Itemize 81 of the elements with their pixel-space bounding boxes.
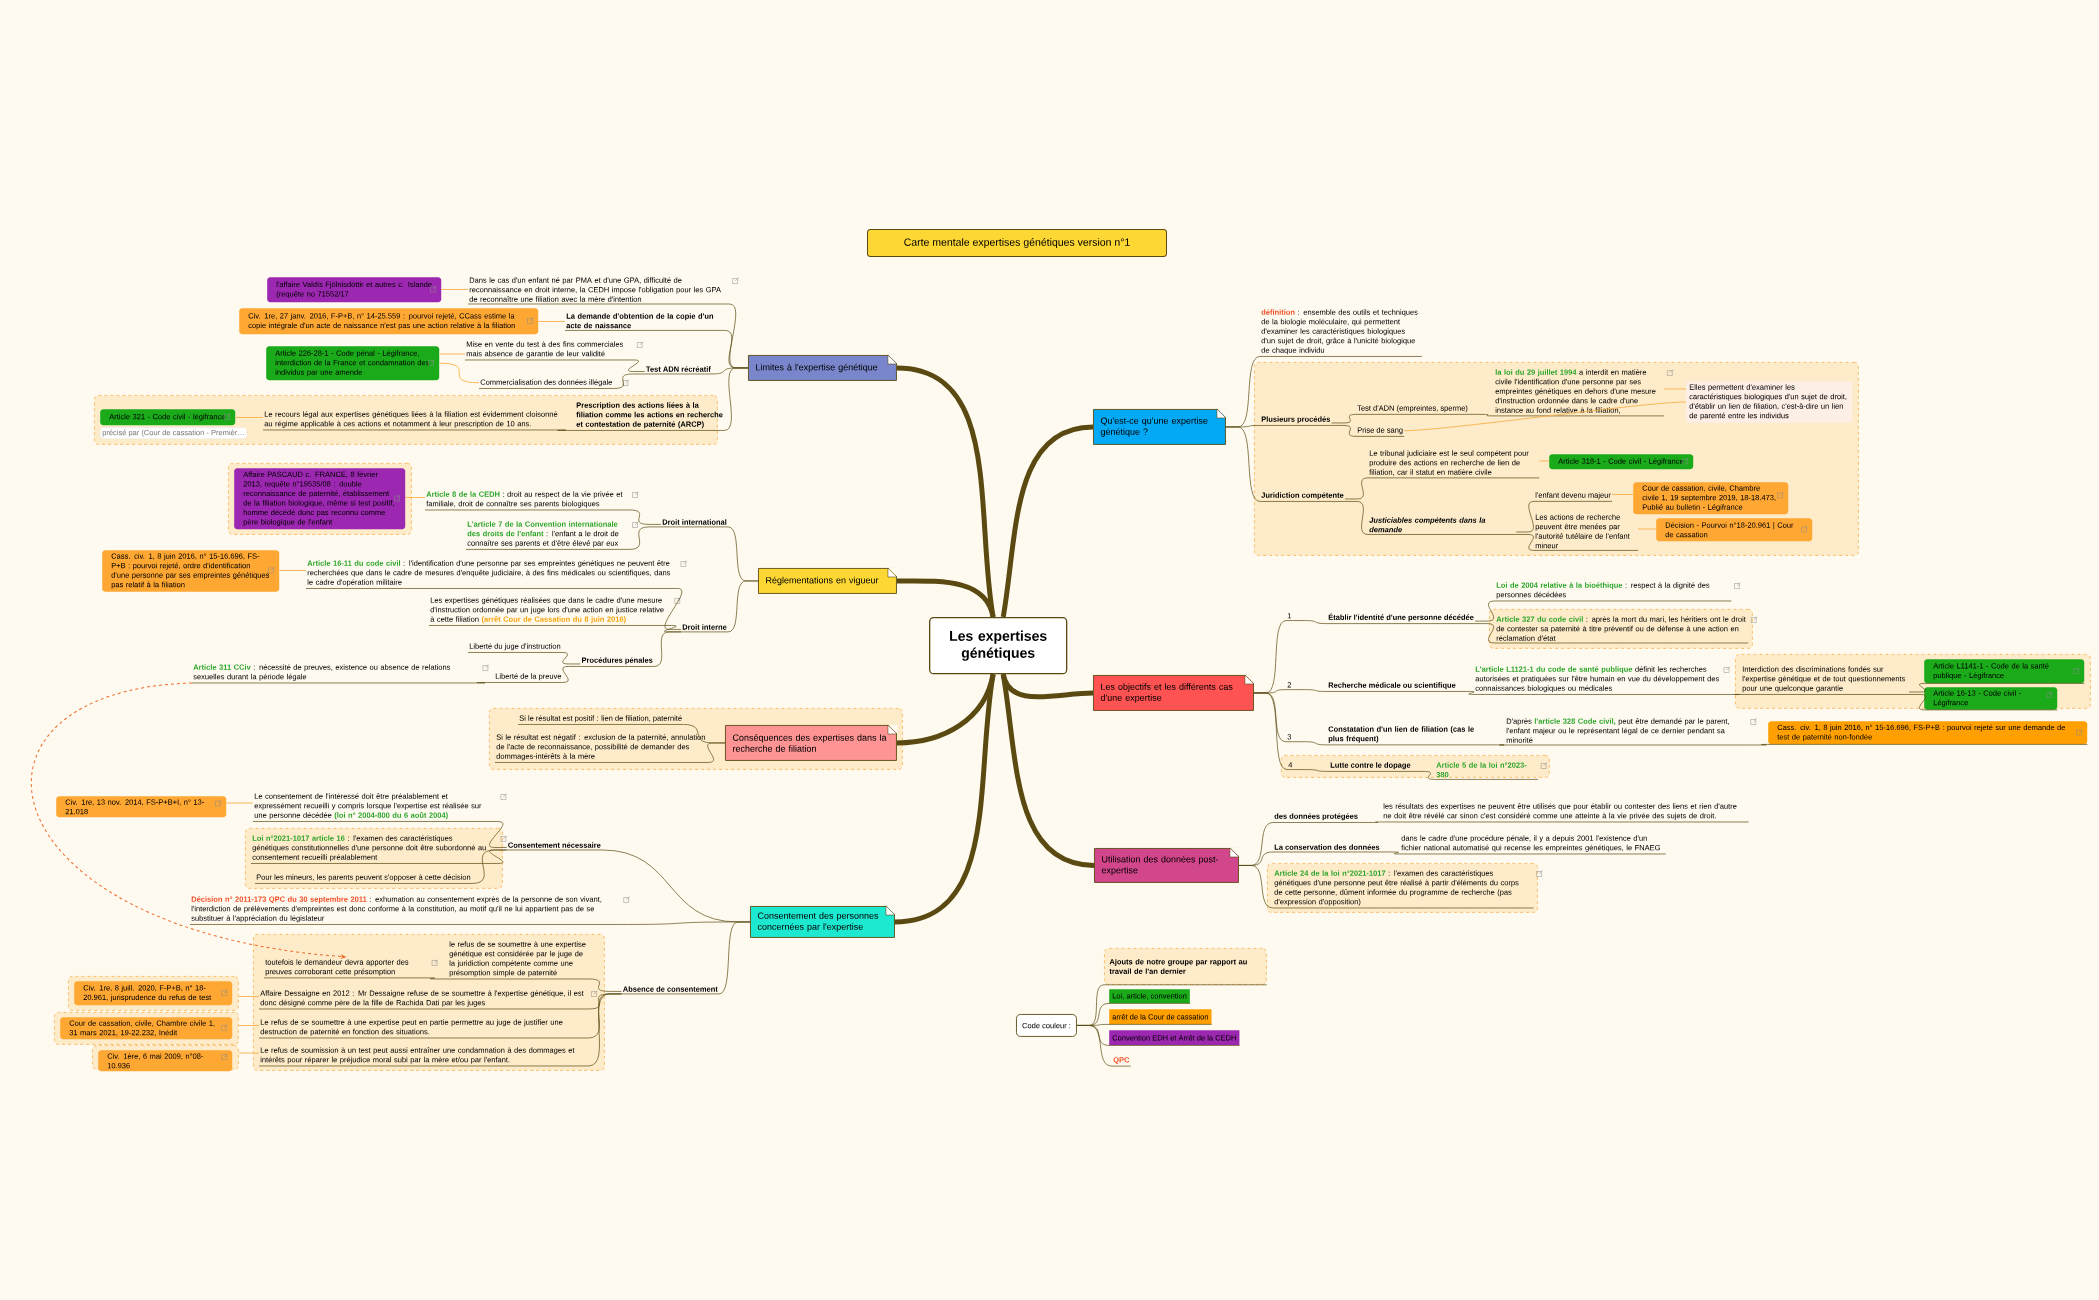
title-box: Carte mentale expertises génétiques version n°1 — [867, 229, 1167, 257]
branch-line — [494, 742, 726, 763]
branch-line — [258, 993, 622, 1067]
branch-line — [1411, 771, 1539, 780]
branch-line — [1380, 851, 1667, 855]
branch-line — [254, 849, 507, 884]
brace-connector — [537, 321, 566, 322]
branch-line — [263, 977, 449, 980]
branch-line — [262, 429, 576, 431]
main-branch-line — [1000, 424, 1094, 618]
branch-line — [465, 526, 662, 550]
branch-line — [1253, 692, 1294, 770]
branch-line — [464, 359, 646, 372]
branch-line — [1344, 477, 1540, 500]
brace-connector — [1403, 401, 1687, 432]
branch-line — [1293, 769, 1413, 772]
brace-connector — [238, 1025, 260, 1026]
dashed-group-frame — [1267, 863, 1538, 913]
branch-line — [1474, 600, 1732, 622]
branch-line — [1358, 821, 1749, 823]
branch-line — [467, 652, 581, 665]
branch-line — [1076, 1025, 1131, 1067]
branch-line — [447, 978, 622, 992]
dashed-arrow — [30, 682, 346, 959]
brace-connector — [1538, 460, 1550, 462]
brace-connector — [278, 570, 307, 571]
branch-line — [621, 921, 751, 995]
branch-line — [1515, 534, 1639, 551]
branch-line — [1747, 744, 2088, 746]
branch-line — [574, 367, 749, 431]
central-topic-box: Les expertises génétiques — [929, 617, 1068, 675]
branch-line — [1225, 426, 1346, 502]
brace-connector — [234, 417, 264, 418]
branch-line — [1486, 744, 1748, 746]
brace-connector — [1637, 528, 1657, 530]
branch-line — [580, 631, 682, 667]
main-branch-line — [896, 578, 996, 618]
brace-connector — [438, 353, 466, 355]
branch-line — [424, 509, 662, 525]
dashed-group-frame — [253, 934, 605, 1071]
main-branch-line — [1000, 673, 1095, 868]
branch-line — [1908, 683, 2085, 693]
branch-line — [1474, 623, 1749, 644]
branch-line — [1238, 865, 1534, 909]
topic-box: Les objectifs et les différents cas d'une expertise — [1093, 674, 1255, 711]
brace-connector — [440, 289, 469, 290]
branch-line — [1515, 501, 1613, 533]
brace-connector — [438, 362, 480, 384]
topic-box: Limites à l'expertise génétique — [748, 354, 898, 381]
brace-connector — [238, 996, 260, 997]
branch-line — [1331, 414, 1470, 424]
topic-box: Réglementations en vigueur — [758, 567, 898, 594]
branch-line — [1292, 620, 1476, 624]
branch-line — [1720, 694, 1910, 695]
branch-line — [1344, 501, 1517, 535]
brace-connector — [1611, 494, 1634, 495]
brace-connector — [225, 802, 254, 804]
branch-line — [1292, 741, 1488, 746]
dashed-group-frame — [1489, 609, 1753, 649]
topic-box: Utilisation des données post-expertise — [1094, 847, 1240, 883]
main-branch-line — [894, 673, 996, 925]
branch-line — [1292, 689, 1458, 692]
branch-line — [305, 588, 683, 630]
branch-line — [478, 373, 646, 389]
brace-connector — [238, 1052, 260, 1054]
branch-line — [250, 849, 507, 864]
branch-line — [252, 821, 507, 848]
branch-line — [493, 666, 581, 683]
topic-box: Consentement des personnes concernées par l'expertise — [750, 905, 896, 938]
dashed-group-frame — [1281, 755, 1550, 778]
topic-box: Qu'est-ce qu'une expertise génétique ? — [1093, 408, 1227, 445]
branch-line — [680, 580, 759, 633]
branch-line — [1468, 414, 1665, 417]
branch-line — [1456, 691, 1722, 695]
branch-line — [191, 682, 495, 684]
brace-connector — [404, 497, 426, 498]
branch-line — [1908, 694, 2058, 711]
brace-connector — [1663, 388, 1687, 390]
topic-box: Conséquences des expertises dans la recherche de filiation — [725, 724, 898, 761]
dashed-group-frame — [245, 828, 503, 889]
branch-line — [1331, 425, 1405, 437]
